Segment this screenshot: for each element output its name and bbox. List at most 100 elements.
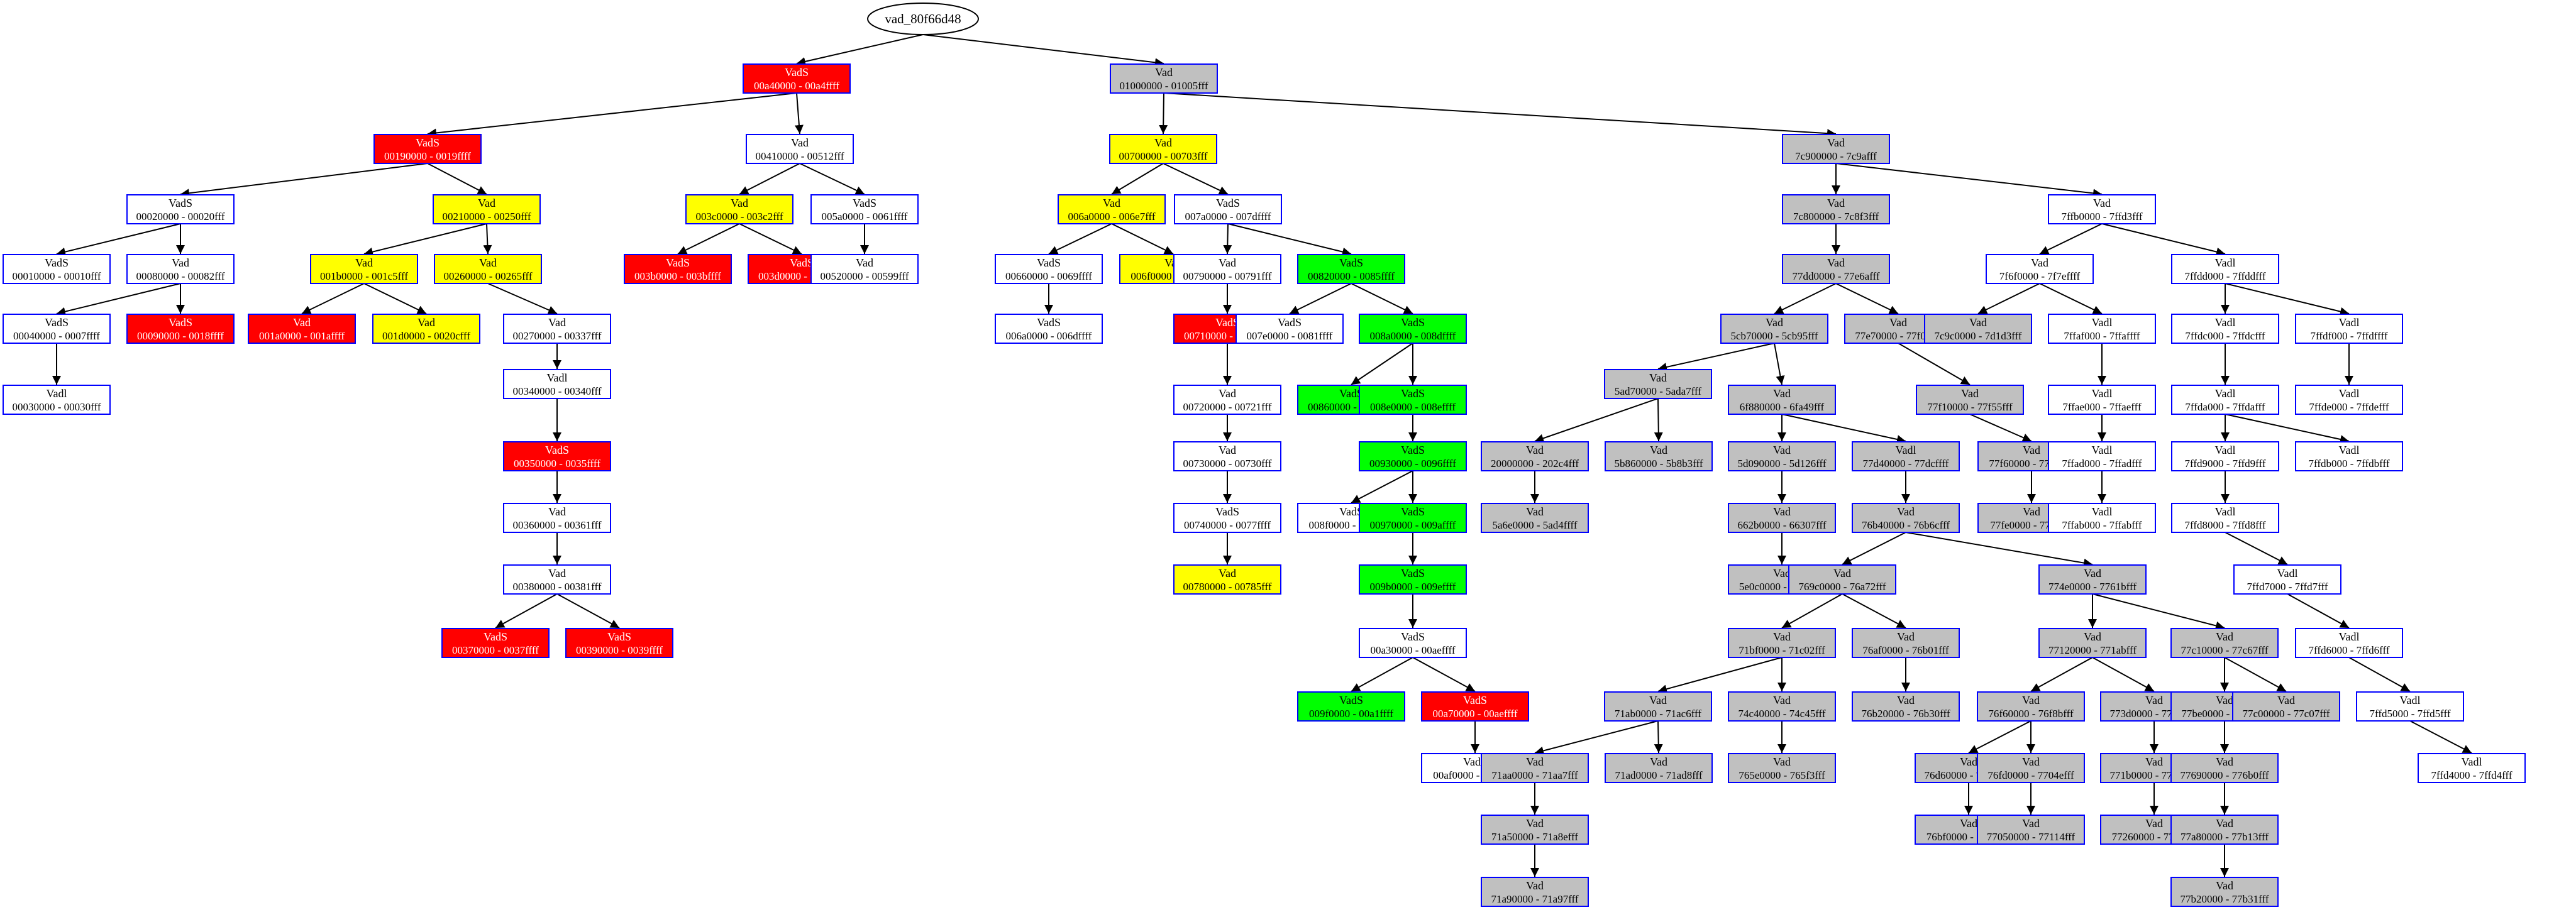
root-node[interactable]: vad_80f66d48 [867,3,979,35]
